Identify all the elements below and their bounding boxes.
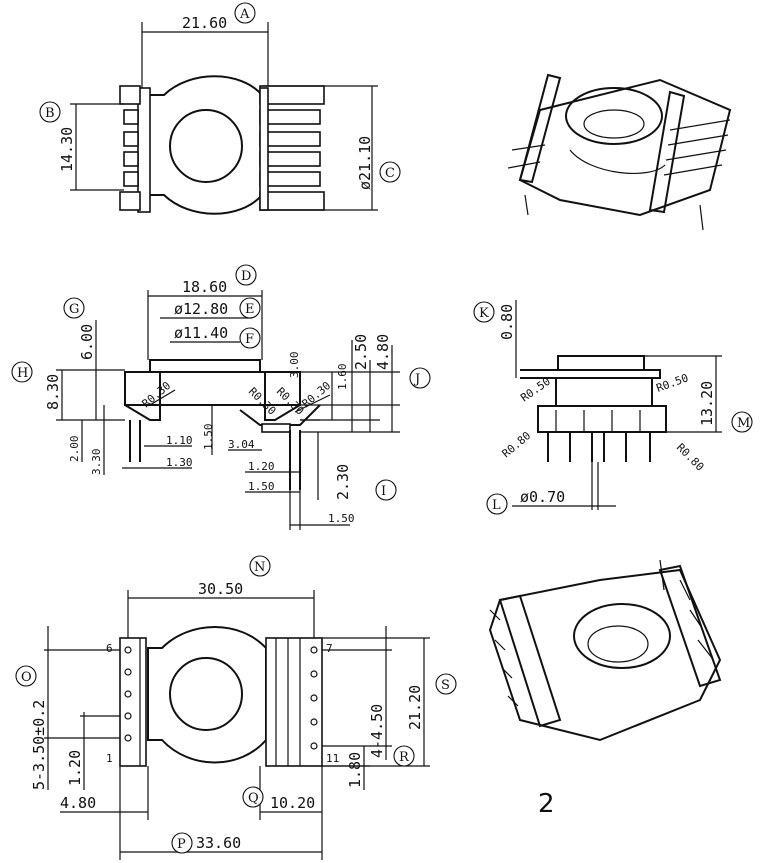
dim-total-label: 33.60	[196, 834, 241, 852]
page-number: 2	[538, 789, 555, 819]
marker-o-label: O	[21, 670, 32, 685]
pin-7-label: 7	[326, 642, 333, 655]
dim-h4-label: 4.80	[374, 334, 392, 370]
dim-l1-label: 2.00	[68, 436, 81, 463]
dim-b5-label: 1.20	[248, 460, 275, 473]
iso-view-bottom	[488, 559, 722, 742]
marker-l-label: L	[492, 498, 501, 513]
marker-m-label: M	[737, 416, 750, 431]
dim-dia-label: ø21.10	[356, 136, 374, 190]
marker-r-label: R	[399, 750, 410, 765]
dim-r1-right: R0.50	[518, 375, 553, 405]
dim-b4-label: 3.04	[228, 438, 255, 451]
dim-pitch-label: 5-3.50±0.2	[30, 700, 48, 790]
bobbin-body-top	[147, 75, 263, 215]
marker-d-label: D	[241, 269, 251, 284]
dim-b8-label: 1.50	[328, 512, 355, 525]
dim-bot-label: 1.80	[346, 752, 364, 788]
dim-k-label: 0.80	[498, 304, 516, 340]
dim-r4-right: R0.80	[674, 441, 707, 474]
dim-pitch2-label: 4-4.50	[368, 704, 386, 758]
dim-b1-label: 1.10	[166, 434, 193, 447]
dim-d1-label: 18.60	[182, 278, 227, 296]
marker-c	[379, 161, 401, 183]
marker-i-label: I	[381, 484, 386, 499]
marker-p-label: P	[177, 837, 186, 852]
pin-1-label: 1	[106, 752, 113, 765]
marker-f-label: F	[245, 332, 254, 347]
dim-width-label: 21.60	[182, 14, 227, 32]
marker-n-label: N	[254, 560, 265, 575]
dim-right-height: 13.20	[698, 381, 716, 426]
dim-h3-label: 2.50	[352, 334, 370, 370]
marker-j-label: J	[413, 372, 420, 387]
dim-pin-label: ø0.70	[520, 488, 565, 506]
dim-r4-label: R0.30	[300, 379, 334, 410]
side-view: 18.60 D ø12.80 E ø11.40 F 6.00 G 8.30 H	[11, 264, 431, 530]
dim-right-label: 10.20	[270, 794, 315, 812]
dim-bottom-height: 21.20	[406, 685, 424, 730]
top-view: 21.60 A 14.30 B ø21.10 C	[39, 2, 401, 215]
marker-q-label: Q	[248, 791, 259, 806]
marker-b	[39, 101, 61, 123]
pin-11-label: 11	[326, 752, 339, 765]
pin-6-label: 6	[106, 642, 113, 655]
marker-g-label: G	[69, 302, 79, 317]
dim-h2-label: 8.30	[44, 374, 62, 410]
dim-b2-label: 1.30	[166, 456, 193, 469]
marker-e-label: E	[245, 302, 255, 317]
right-view: K 0.80 R0.50 R0.50 R0.80 R0.80 13.20 M ø…	[473, 300, 753, 515]
core-hole	[169, 109, 243, 183]
dim-height-label: 14.30	[58, 127, 76, 172]
bottom-view: N 30.50 6 7 1 11 O	[15, 555, 457, 860]
dim-h5-label: 1.60	[336, 364, 349, 391]
marker-b-label: B	[45, 106, 55, 121]
dim-h6-label: 3.00	[288, 352, 301, 379]
dim-bottom-width: 30.50	[198, 580, 243, 598]
dim-r3-right: R0.80	[500, 429, 534, 460]
dim-small-label: 1.20	[66, 750, 84, 786]
marker-a-label: A	[239, 7, 250, 22]
marker-s-label: S	[441, 678, 450, 693]
dim-d2-label: ø12.80	[174, 300, 228, 318]
dim-b7-label: 2.30	[334, 464, 352, 500]
marker-c-label: C	[385, 166, 395, 181]
dim-l2-label: 3.30	[90, 449, 103, 476]
marker-a	[234, 2, 256, 24]
marker-h-label: H	[17, 366, 28, 381]
iso-view-top	[507, 73, 732, 231]
dim-r2-label: R0.30	[246, 385, 279, 418]
dim-b3-label: 1.50	[202, 424, 215, 451]
dim-b6-label: 1.50	[248, 480, 275, 493]
dim-h1-label: 6.00	[78, 324, 96, 360]
marker-k-label: K	[479, 306, 489, 321]
dim-left-label: 4.80	[60, 794, 96, 812]
dim-d3-label: ø11.40	[174, 324, 228, 342]
